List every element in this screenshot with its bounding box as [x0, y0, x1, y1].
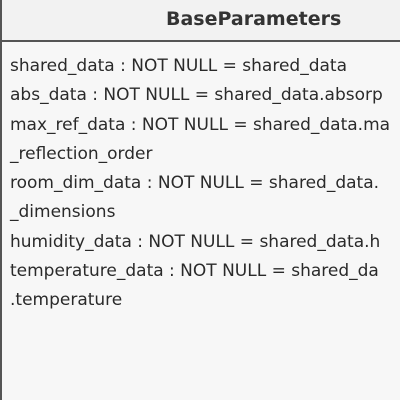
attribute-temperature-data: temperature_data : NOT NULL = shared_da: [10, 261, 379, 282]
attribute-max-ref-data-continuation: _reflection_order: [10, 143, 153, 164]
class-header: BaseParameters: [2, 0, 400, 42]
attribute-temperature-data-continuation: .temperature: [10, 290, 123, 311]
attribute-max-ref-data: max_ref_data : NOT NULL = shared_data.ma: [10, 114, 391, 135]
attribute-list: shared_data : NOT NULL = shared_data abs…: [10, 52, 390, 316]
class-name: BaseParameters: [166, 8, 342, 30]
attribute-humidity-data: humidity_data : NOT NULL = shared_data.h: [10, 231, 381, 252]
attribute-room-dim-data: room_dim_data : NOT NULL = shared_data.: [10, 173, 380, 194]
attribute-abs-data: abs_data : NOT NULL = shared_data.absorp: [10, 85, 383, 106]
attribute-shared-data: shared_data : NOT NULL = shared_data: [10, 56, 347, 76]
attribute-room-dim-data-continuation: _dimensions: [10, 202, 116, 223]
